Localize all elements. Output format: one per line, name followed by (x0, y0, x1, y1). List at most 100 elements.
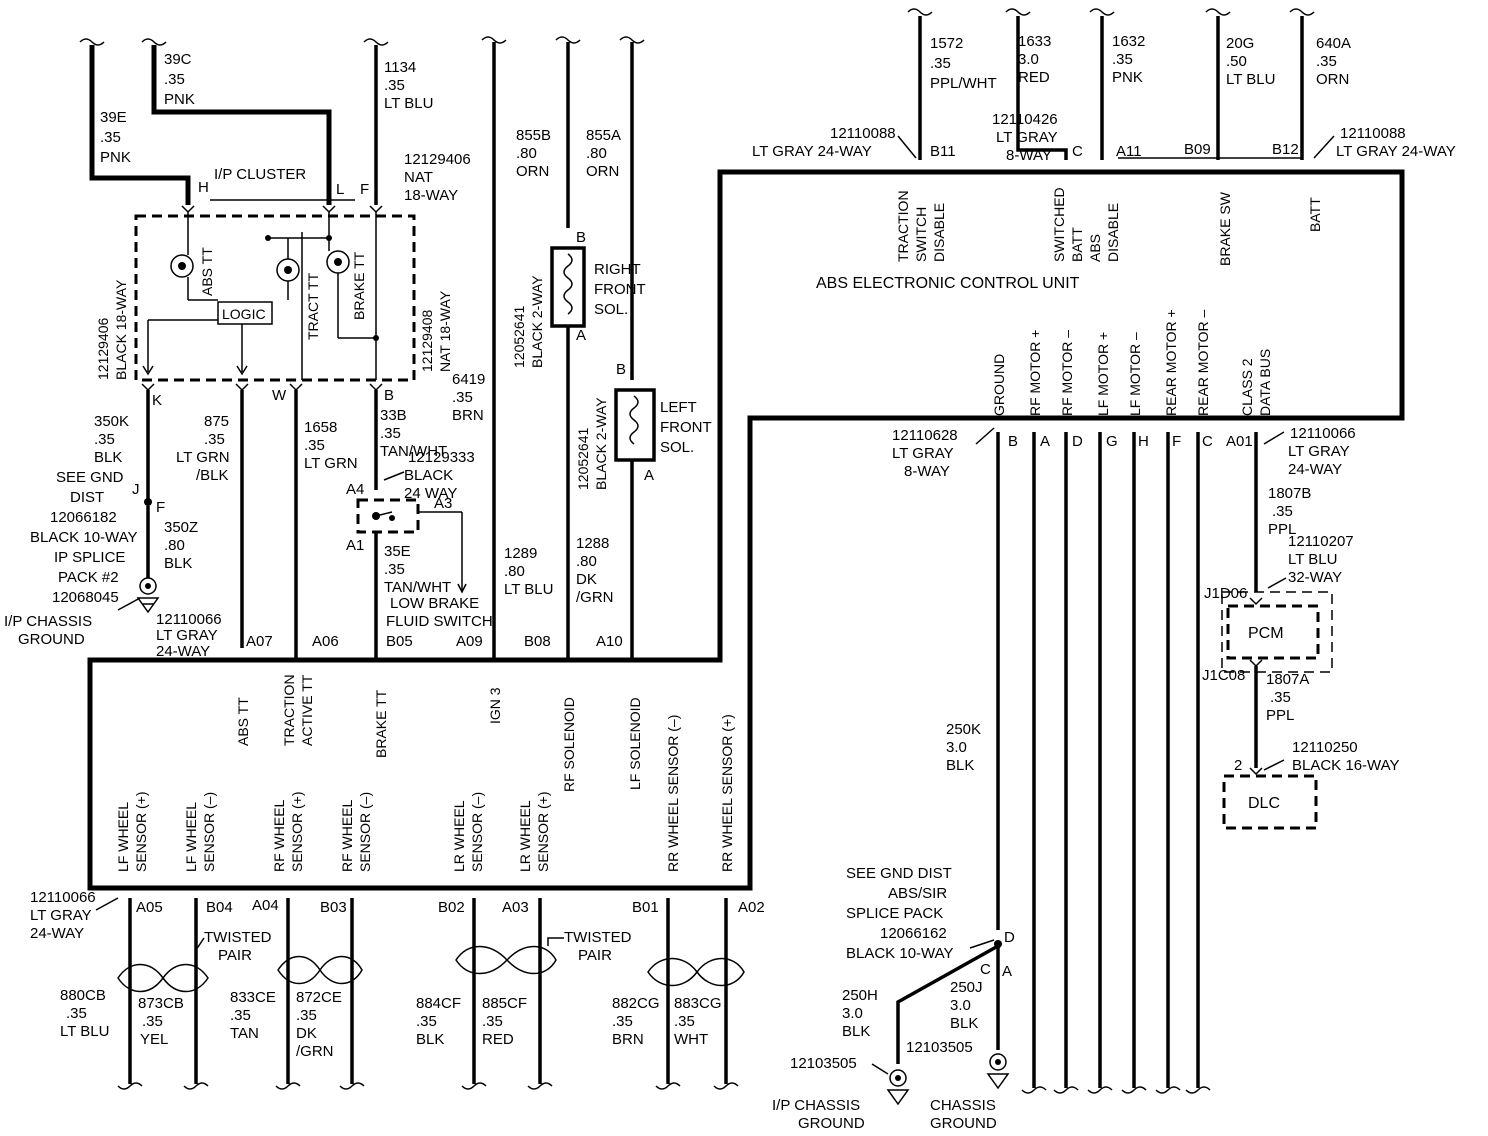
ecu-pin-a10: A10 (596, 633, 623, 650)
ecu-top-pin-a11: A11 (1116, 143, 1142, 160)
ecu-top-pin-brake-sw: BRAKE SW (1217, 191, 1233, 266)
ip-cluster-title: I/P CLUSTER (214, 166, 306, 183)
right-pin-a: A (1040, 433, 1050, 450)
pcm-pin-j1d06: J1D06 (1204, 585, 1247, 602)
ecu-top-pin-b11: B11 (930, 143, 956, 160)
right-pin-a01: A01 (1226, 433, 1253, 450)
bottom-pin-a02: A02 (738, 899, 765, 916)
solenoid-right-pin-b: B (576, 229, 586, 246)
logic-block: LOGIC (222, 306, 266, 322)
ecu-pin-lf-solenoid: LF SOLENOID (627, 697, 643, 790)
twisted-pair-lf (117, 963, 209, 993)
dlc-pin-2: 2 (1234, 757, 1242, 774)
right-pin-c: C (1202, 433, 1213, 450)
ecu-pin-ign3: IGN 3 (487, 687, 503, 724)
ecu-pin-rr-wheel-minus: RR WHEEL SENSOR (–) (665, 715, 681, 872)
twisted-pair-lr (455, 945, 557, 975)
right-pin-b: B (1008, 433, 1018, 450)
cluster-pin-b: B (384, 387, 394, 404)
brake-switch-symbol (372, 511, 467, 594)
ecu-pin-a07: A07 (246, 633, 273, 650)
bottom-pin-a05: A05 (136, 899, 163, 916)
cluster-pin-w: W (272, 387, 287, 404)
right-pin-h: H (1138, 433, 1149, 450)
ecu-top-pin-batt: BATT (1307, 197, 1323, 232)
ground-symbol-chassis (986, 1053, 1010, 1090)
ecu-top-pin-c: C (1072, 143, 1083, 160)
ecu-pin-a06: A06 (312, 633, 339, 650)
ecu-title: ABS ELECTRONIC CONTROL UNIT (816, 275, 1080, 292)
bottom-pin-b04: B04 (206, 899, 233, 916)
bottom-pin-b02: B02 (438, 899, 465, 916)
ecu-pin-rr-wheel-plus: RR WHEEL SENSOR (+) (719, 714, 735, 872)
dlc-box (1222, 774, 1318, 830)
pcm-outer-box (1221, 591, 1333, 673)
right-splice-pin-a: A (1002, 963, 1012, 980)
cluster-pin-f: F (360, 181, 369, 198)
motor-wires (996, 432, 1200, 1088)
ecu-pin-rear-motor-plus: REAR MOTOR + (1163, 309, 1179, 416)
wire-39c (151, 45, 332, 205)
brake-switch-pin-a1: A1 (346, 537, 364, 554)
ecu-pin-rear-motor-minus: REAR MOTOR – (1195, 309, 1211, 416)
wire-break-marks-top (79, 8, 1315, 46)
part-12103505-left: 12103505 (790, 1055, 857, 1072)
lamp-brake-tt: BRAKE TT (351, 251, 367, 320)
ecu-pin-lf-motor-minus: LF MOTOR – (1127, 332, 1143, 416)
ecu-pin-a09: A09 (456, 633, 483, 650)
wire-39e (89, 45, 191, 205)
pcm-pin-j1c08: J1C08 (1202, 667, 1245, 684)
lamp-tract-tt: TRACT TT (305, 272, 321, 340)
part-12103505-right: 12103505 (906, 1039, 973, 1056)
brake-switch-pin-a3: A3 (434, 495, 452, 512)
brake-switch-box (356, 498, 420, 534)
solenoid-left-front (614, 388, 656, 462)
ground-symbol-ip-chassis-left (136, 577, 160, 614)
ip-cluster-box (134, 214, 416, 382)
ecu-pin-lf-motor-plus: LF MOTOR + (1095, 332, 1111, 416)
right-pin-g: G (1106, 433, 1118, 450)
solenoid-left-pin-a: A (644, 467, 654, 484)
ecu-pin-rf-solenoid: RF SOLENOID (561, 697, 577, 792)
right-pin-d: D (1072, 433, 1083, 450)
solenoid-right-pin-a: A (576, 327, 586, 344)
cluster-pin-h: H (198, 179, 209, 196)
ecu-pin-b05: B05 (386, 633, 413, 650)
ecu-pin-b08: B08 (524, 633, 551, 650)
ecu-top-pin-b12: B12 (1272, 141, 1299, 158)
right-pin-f: F (1172, 433, 1181, 450)
